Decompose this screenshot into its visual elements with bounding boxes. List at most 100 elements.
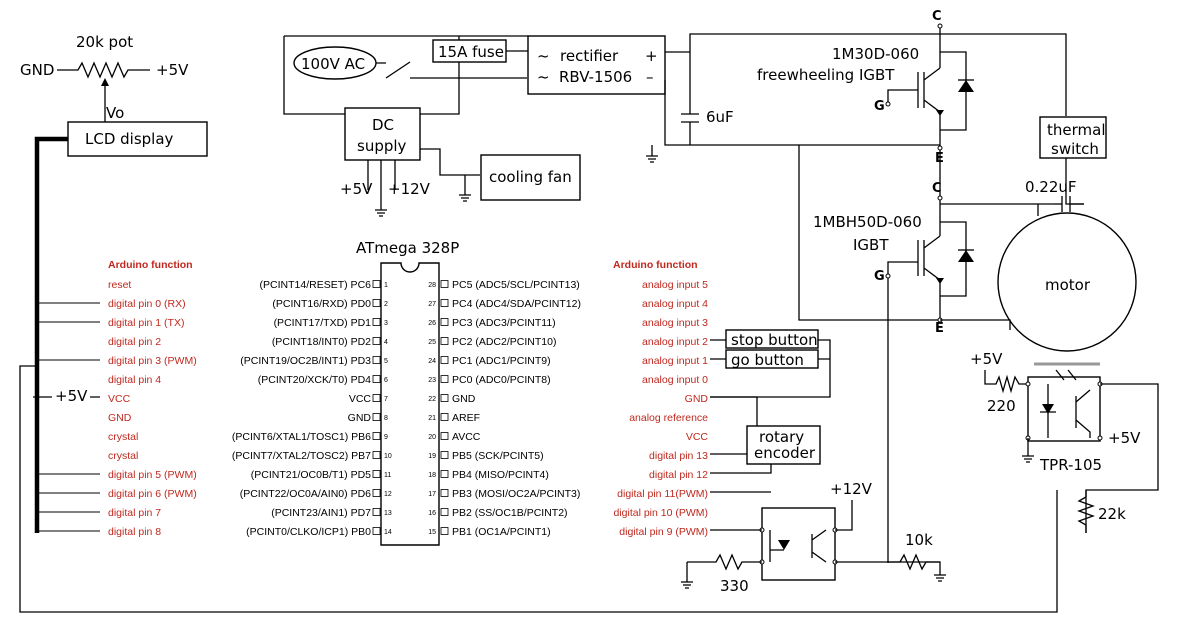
right-pin-number: 27 — [428, 301, 436, 308]
c2-label: C — [932, 181, 942, 196]
left-pin-name: VCC — [349, 393, 372, 405]
cap-022-label: 0.22uF — [1025, 178, 1077, 196]
motor-section: thermal switch 0.22uF motor — [940, 33, 1137, 352]
rect-name: rectifier — [560, 47, 619, 65]
lcd-label: LCD display — [85, 130, 174, 148]
left-pin-pad — [372, 356, 381, 364]
right-pin-pad — [440, 470, 449, 478]
thermal-label-2: switch — [1051, 140, 1099, 158]
right-pin-name: PB2 (SS/OC1B/PCINT2) — [452, 507, 568, 519]
atmega-label: ATmega 328P — [356, 239, 459, 257]
tpr-plus5: +5V — [1108, 429, 1141, 447]
left-pin-func: digital pin 0 (RX) — [108, 298, 186, 310]
dc-plus5: +5V — [340, 180, 373, 198]
rotary-label-1: rotary — [759, 428, 804, 446]
rotary-label-2: encoder — [754, 444, 816, 462]
left-pin-number: 10 — [384, 453, 392, 460]
tpr105-sensor: +5V 220 +5V TPR-105 22k — [19, 350, 1159, 613]
right-pin-pad — [440, 394, 449, 402]
left-pin-pad — [372, 299, 381, 307]
igbt-bot-desc: IGBT — [853, 236, 889, 254]
stop-button — [725, 329, 819, 349]
right-pin-number: 16 — [428, 510, 436, 517]
rect-minus: – — [646, 68, 654, 86]
pot-gnd-label: GND — [20, 61, 54, 79]
right-pin-number: 20 — [428, 434, 436, 441]
opto-plus12: +12V — [830, 480, 873, 498]
dc-label-2: supply — [357, 137, 407, 155]
fan-label: cooling fan — [489, 168, 572, 186]
right-pin-name: PC2 (ADC2/PCINT10) — [452, 336, 556, 348]
pot-resistor — [57, 61, 150, 79]
right-pin-func: analog input 5 — [642, 279, 708, 291]
r330-label: 330 — [720, 577, 749, 595]
right-pin-number: 19 — [428, 453, 436, 460]
optocoupler — [761, 507, 836, 581]
left-pin-pad — [372, 375, 381, 383]
right-pin-pad — [440, 280, 449, 288]
left-pin-pad — [372, 489, 381, 497]
left-pin-number: 14 — [384, 529, 392, 536]
cooling-fan — [480, 154, 581, 201]
igbt-top-part: 1M30D-060 — [832, 45, 919, 63]
rotary-encoder — [746, 425, 821, 465]
rect-part: RBV-1506 — [559, 68, 632, 86]
left-pin-func: digital pin 2 — [108, 336, 161, 348]
right-pin-number: 28 — [428, 282, 436, 289]
r10k-label: 10k — [905, 531, 933, 549]
left-pin-func: digital pin 5 (PWM) — [108, 469, 197, 481]
right-pin-pad — [440, 432, 449, 440]
c1-label: C — [932, 9, 942, 24]
right-pin-func: analog reference — [629, 412, 708, 424]
left-pin-number: 13 — [384, 510, 392, 517]
ac-label: 100V AC — [301, 55, 365, 73]
vo-label: Vo — [106, 104, 124, 122]
right-pin-number: 26 — [428, 320, 436, 327]
left-pin-name: (PCINT17/TXD) PD1 — [274, 317, 372, 329]
gate-driver-opto: +12V 330 10k — [681, 480, 946, 595]
thermal-label-1: thermal — [1047, 121, 1106, 139]
right-pin-name: PC3 (ADC3/PCINT11) — [452, 317, 556, 329]
left-pin-number: 11 — [384, 472, 391, 479]
left-pin-name: (PCINT19/OC2B/INT1) PD3 — [240, 355, 371, 367]
left-pin-number: 1 — [384, 282, 388, 289]
pot-vcc-label: +5V — [156, 61, 189, 79]
left-pin-func: reset — [108, 279, 131, 291]
igbt-bottom: C G E 1MBH50D-060 IGBT — [813, 150, 974, 563]
left-pin-func: crystal — [108, 450, 138, 462]
left-pin-name: (PCINT20/XCK/T0) PD4 — [258, 374, 371, 386]
left-pin-pad — [372, 394, 381, 402]
left-pin-name: (PCINT22/OC0A/AIN0) PD6 — [240, 488, 371, 500]
right-pin-pad — [440, 451, 449, 459]
lcd-display — [67, 121, 208, 157]
right-pin-number: 25 — [428, 339, 436, 346]
left-pin-number: 4 — [384, 339, 388, 346]
left-pin-number: 5 — [384, 358, 388, 365]
motor — [997, 212, 1137, 352]
right-pin-func: analog input 1 — [642, 355, 708, 367]
arduino-func-right: Arduino function — [613, 259, 698, 271]
left-pin-name: (PCINT6/XTAL1/TOSC1) PB6 — [232, 431, 371, 443]
left-pin-func: crystal — [108, 431, 138, 443]
right-pin-name: AVCC — [452, 431, 481, 443]
left-pin-pad — [372, 451, 381, 459]
right-pin-name: PC1 (ADC1/PCINT9) — [452, 355, 551, 367]
left-pin-pad — [372, 508, 381, 516]
right-pin-func: digital pin 9 (PWM) — [619, 526, 708, 538]
left-pin-name: GND — [348, 412, 372, 424]
rect-plus: + — [645, 47, 658, 65]
tpr-label: TPR-105 — [1039, 456, 1102, 474]
left-pin-name: (PCINT0/CLKO/ICP1) PB0 — [246, 526, 371, 538]
dc-plus12: +12V — [388, 180, 431, 198]
right-pin-pad — [440, 356, 449, 364]
right-pin-number: 23 — [428, 377, 436, 384]
right-pin-name: GND — [452, 393, 476, 405]
left-pin-pad — [372, 413, 381, 421]
right-pin-name: PB1 (OC1A/PCINT1) — [452, 526, 551, 538]
ac-switch — [376, 50, 528, 79]
left-pin-name: (PCINT7/XTAL2/TOSC2) PB7 — [232, 450, 371, 462]
pot-label: 20k pot — [76, 33, 133, 51]
rectifier — [527, 35, 666, 95]
atmega-chip — [380, 262, 440, 546]
